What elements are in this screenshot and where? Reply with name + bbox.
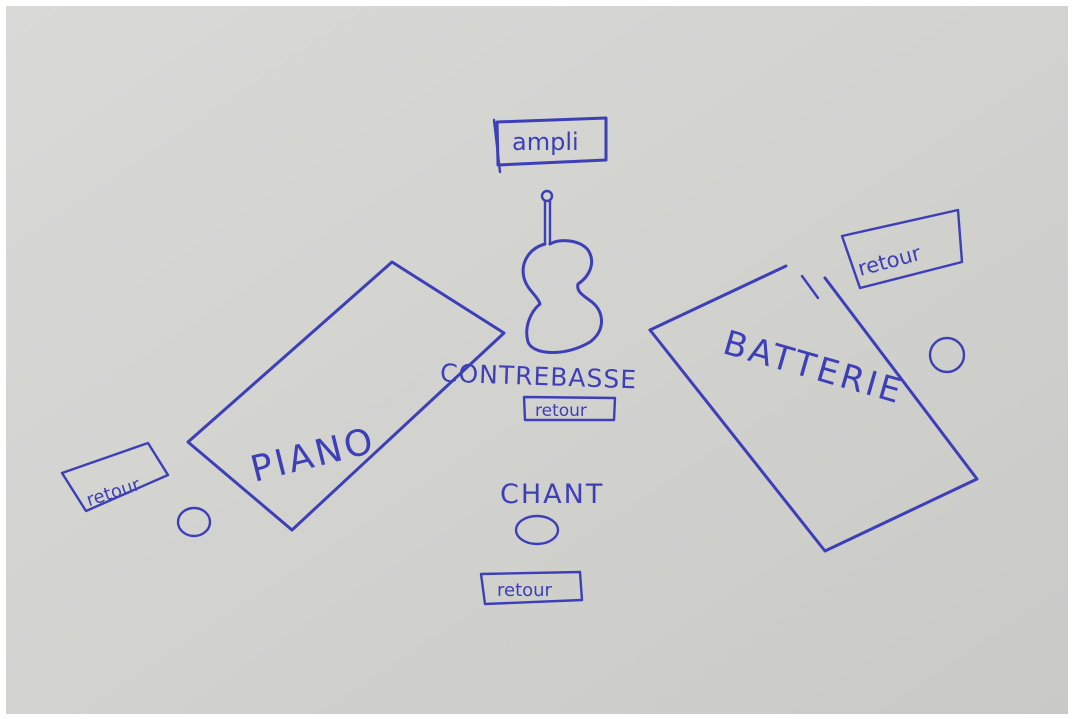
batterie-mic-circle	[928, 336, 966, 374]
monitor-bottom-label: retour	[497, 580, 553, 601]
chant-label: CHANT	[500, 479, 604, 510]
monitor-center: retour	[522, 395, 617, 422]
piano-mic-circle	[176, 506, 212, 538]
contrebasse-label: CONTREBASSE	[440, 359, 638, 395]
monitor-center-label: retour	[535, 401, 587, 421]
ampli-label: ampli	[512, 128, 579, 156]
monitor-bottom: retour	[479, 570, 584, 606]
double-bass-icon	[521, 189, 603, 354]
ampli-box: ampli	[492, 116, 608, 174]
paper-background	[6, 6, 1068, 714]
chant-mic-circle	[514, 514, 560, 546]
